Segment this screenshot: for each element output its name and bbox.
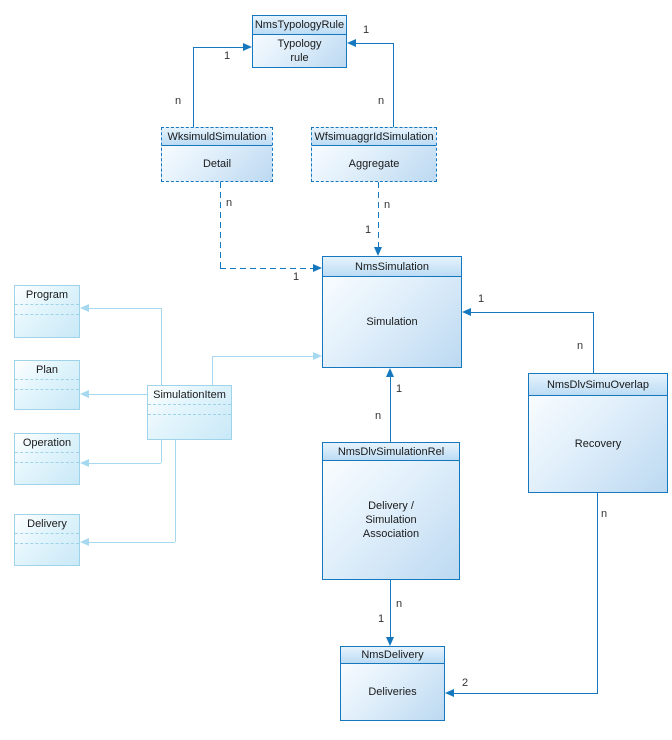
compartment-separator	[148, 414, 231, 415]
line-segment	[87, 308, 161, 309]
entity-title: SimulationItem	[153, 389, 226, 401]
multiplicity-label: 1	[478, 293, 485, 305]
entity-wfsimuaggrid-simulation[interactable]: WfsimuaggrIdSimulation Aggregate	[311, 127, 437, 182]
compartment-separator	[15, 379, 79, 380]
entity-title: NmsDelivery	[341, 647, 444, 664]
arrowhead-icon	[347, 39, 356, 47]
entity-title: WfsimuaggrIdSimulation	[312, 128, 436, 146]
line-segment	[193, 47, 194, 127]
multiplicity-label: 1	[293, 271, 300, 283]
entity-title: NmsTypologyRule	[253, 16, 346, 35]
arrowhead-icon	[80, 459, 89, 467]
compartment-separator	[15, 389, 79, 390]
line-segment	[470, 312, 593, 313]
line-segment	[212, 356, 213, 385]
line-segment	[390, 580, 391, 638]
line-segment	[87, 542, 175, 543]
multiplicity-label: 1	[365, 224, 372, 236]
arrowhead-icon	[313, 352, 322, 360]
multiplicity-label: n	[577, 340, 584, 352]
entity-title: NmsDlvSimulationRel	[323, 443, 459, 461]
entity-title: NmsSimulation	[323, 257, 461, 277]
entity-title: Operation	[22, 437, 72, 449]
line-segment	[175, 440, 176, 542]
line-segment	[161, 440, 162, 463]
multiplicity-label: n	[226, 197, 233, 209]
compartment-separator	[15, 533, 79, 534]
entity-title: NmsDlvSimuOverlap	[529, 374, 667, 396]
arrowhead-icon	[313, 264, 322, 272]
line-segment	[161, 308, 162, 385]
arrowhead-icon	[386, 368, 394, 377]
multiplicity-label: 1	[363, 24, 370, 36]
multiplicity-label: n	[175, 95, 182, 107]
line-segment	[220, 268, 314, 269]
compartment-separator	[15, 304, 79, 305]
line-segment	[593, 312, 594, 373]
multiplicity-label: 2	[462, 677, 469, 689]
arrowhead-icon	[374, 247, 382, 256]
line-segment	[453, 693, 598, 694]
line-segment	[355, 43, 393, 44]
entity-body: Detail	[202, 157, 232, 170]
multiplicity-label: n	[601, 508, 608, 520]
line-segment	[597, 493, 598, 693]
entity-body: Aggregate	[348, 157, 400, 170]
compartment-separator	[15, 462, 79, 463]
entity-nms-dlv-simu-overlap[interactable]: NmsDlvSimuOverlap Recovery	[528, 373, 668, 493]
arrowhead-icon	[80, 304, 89, 312]
entity-nms-delivery[interactable]: NmsDelivery Deliveries	[340, 646, 445, 721]
arrowhead-icon	[462, 308, 471, 316]
arrowhead-icon	[386, 637, 394, 646]
arrowhead-icon	[80, 538, 89, 546]
arrowhead-icon	[445, 689, 454, 697]
line-segment	[193, 47, 244, 48]
arrowhead-icon	[80, 390, 89, 398]
entity-body: Delivery / Simulation Association	[362, 500, 420, 540]
multiplicity-label: n	[384, 199, 391, 211]
entity-body: Recovery	[574, 438, 622, 450]
multiplicity-label: n	[375, 410, 382, 422]
entity-title: Delivery	[27, 518, 67, 530]
entity-nms-simulation[interactable]: NmsSimulation Simulation	[322, 256, 462, 368]
litebox-simulation-item[interactable]: SimulationItem	[147, 385, 232, 440]
entity-title: Program	[25, 289, 69, 301]
litebox-plan[interactable]: Plan	[14, 360, 80, 410]
multiplicity-label: n	[378, 95, 385, 107]
litebox-operation[interactable]: Operation	[14, 433, 80, 485]
multiplicity-label: 1	[396, 383, 403, 395]
entity-body: Simulation	[366, 316, 418, 328]
multiplicity-label: 1	[224, 50, 231, 62]
compartment-separator	[148, 404, 231, 405]
compartment-separator	[15, 452, 79, 453]
entity-body: Deliveries	[368, 686, 417, 698]
line-segment	[220, 182, 221, 268]
line-segment	[87, 463, 161, 464]
arrowhead-icon	[243, 43, 252, 51]
compartment-separator	[15, 543, 79, 544]
compartment-separator	[15, 314, 79, 315]
line-segment	[378, 182, 379, 248]
entity-nms-typology-rule[interactable]: NmsTypologyRule Typology rule	[252, 15, 347, 68]
litebox-delivery[interactable]: Delivery	[14, 514, 80, 566]
line-segment	[390, 376, 391, 442]
multiplicity-label: 1	[378, 613, 385, 625]
entity-wksimuld-simulation[interactable]: WksimuldSimulation Detail	[161, 127, 273, 182]
entity-body: Typology rule	[277, 38, 322, 64]
litebox-program[interactable]: Program	[14, 285, 80, 338]
line-segment	[87, 394, 147, 395]
entity-title: Plan	[35, 364, 59, 376]
entity-nms-dlv-simulation-rel[interactable]: NmsDlvSimulationRel Delivery / Simulatio…	[322, 442, 460, 580]
line-segment	[212, 356, 314, 357]
entity-title: WksimuldSimulation	[162, 128, 272, 146]
line-segment	[393, 43, 394, 127]
multiplicity-label: n	[396, 598, 403, 610]
